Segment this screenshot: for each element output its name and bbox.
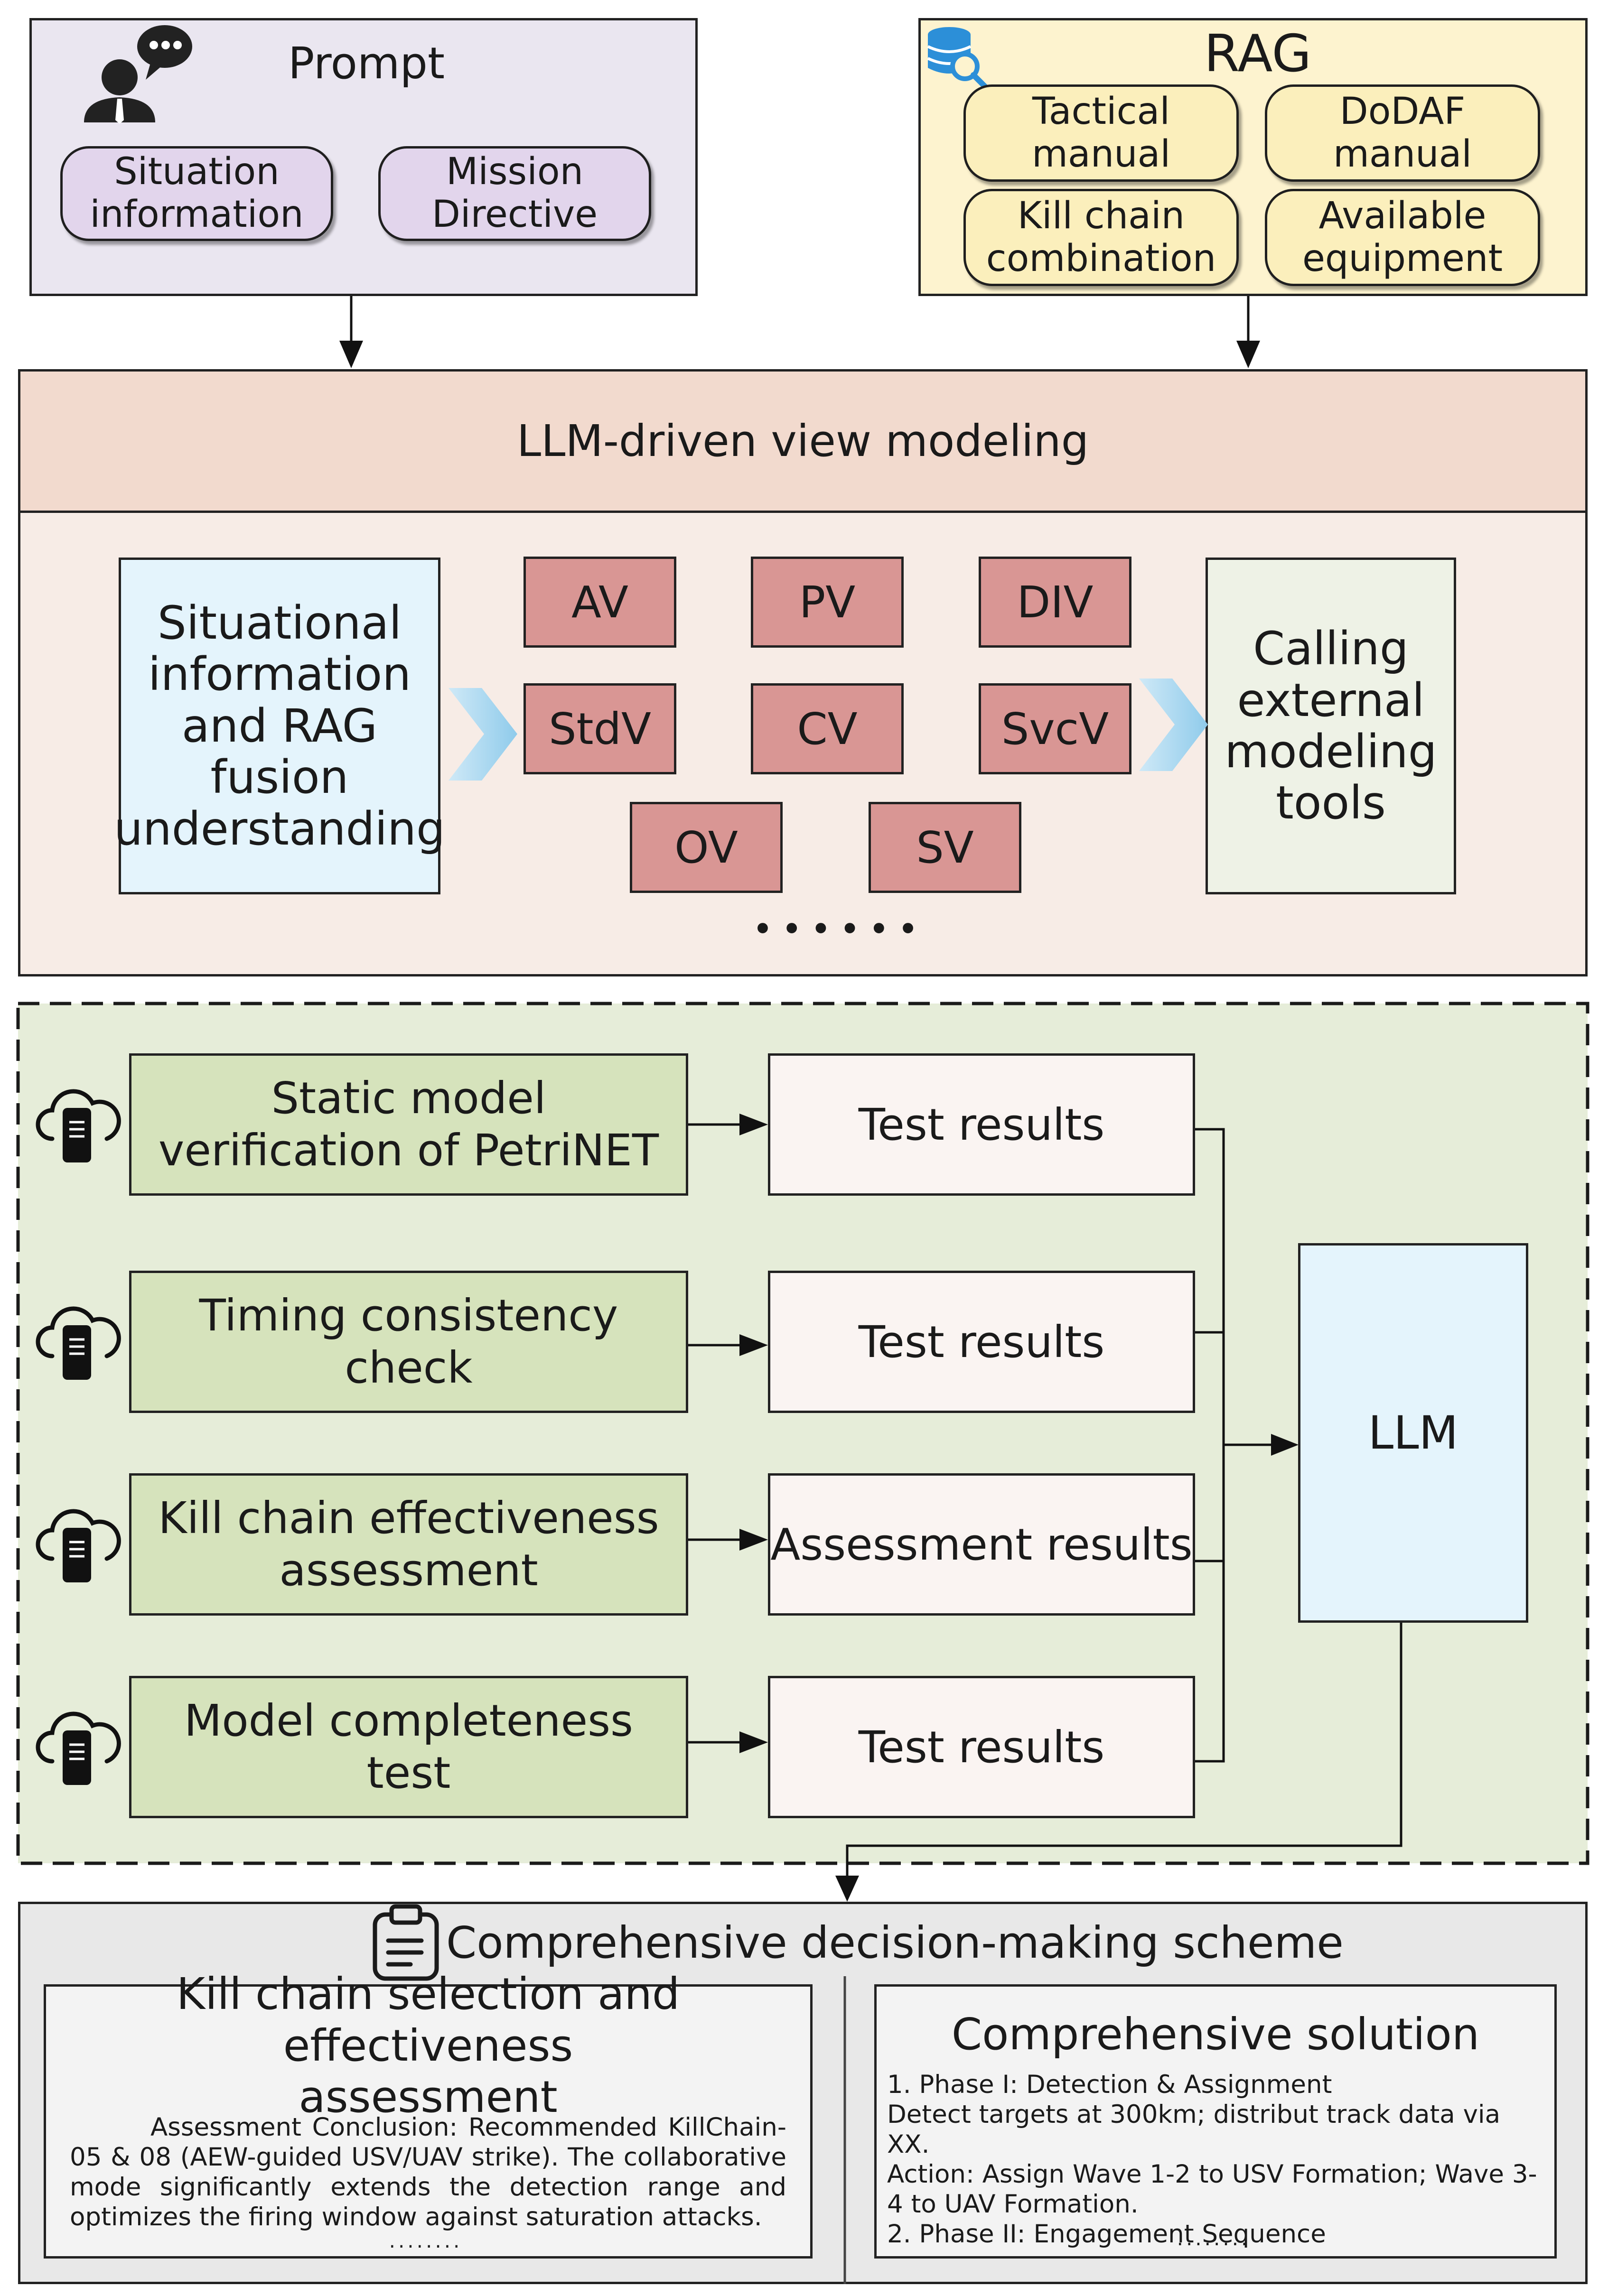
- rag-title: RAG: [1204, 24, 1312, 84]
- cloud-server-icon: [36, 1711, 121, 1785]
- view-cv: CV: [751, 683, 904, 774]
- solution-line: 1. Phase I: Detection & Assignment: [887, 2070, 1332, 2099]
- rag-item-tactical-manual: Tactical manual: [963, 84, 1239, 182]
- solution-line: Detect targets at 300km; distribut track…: [887, 2100, 1501, 2159]
- kill-chain-selection-card: Kill chain selection and effectiveness a…: [44, 1969, 813, 2259]
- cloud-server-icon: [36, 1509, 121, 1582]
- result-kill-chain-effectiveness: Assessment results: [768, 1473, 1195, 1616]
- fusion-understanding-box: Situational information and RAG fusion u…: [114, 558, 445, 894]
- rag-item-available-equipment: Available equipment: [1265, 189, 1540, 286]
- prompt-panel: Prompt Situation information Mission Dir…: [29, 18, 698, 296]
- cloud-server-icon: [36, 1306, 121, 1380]
- arrowhead: [835, 1876, 859, 1902]
- view-svcv: SvcV: [979, 683, 1131, 774]
- arrowhead: [739, 1334, 768, 1356]
- flow-arrow-icon: [449, 688, 517, 781]
- arrowhead: [1271, 1434, 1299, 1456]
- comprehensive-solution-card: Comprehensive solution 1. Phase I: Detec…: [874, 1984, 1557, 2259]
- view-sv: SV: [869, 802, 1021, 893]
- arrowhead: [339, 341, 363, 368]
- view-stdv: StdV: [524, 683, 676, 774]
- prompt-item-situation: Situation information: [60, 146, 333, 241]
- check-model-completeness: Model completeness test: [129, 1676, 688, 1818]
- solution-line: Action: Assign Wave 1-2 to USV Formation…: [887, 2160, 1537, 2219]
- prompt-item-mission: Mission Directive: [378, 146, 651, 241]
- arrowhead: [739, 1114, 768, 1135]
- llm-box: LLM: [1298, 1243, 1528, 1623]
- decision-title: Comprehensive decision-making scheme: [446, 1917, 1344, 1968]
- solution-text: 1. Phase I: Detection & Assignment Detec…: [887, 2070, 1547, 2249]
- arrowhead: [739, 1529, 768, 1551]
- comprehensive-solution-title: Comprehensive solution: [951, 2008, 1480, 2060]
- cloud-server-icon: [36, 1089, 121, 1162]
- check-static-petrinet: Static model verification of PetriNET: [129, 1053, 688, 1196]
- check-kill-chain-effectiveness: Kill chain effectiveness assessment: [129, 1473, 688, 1616]
- assessment-conclusion-text: Assessment Conclusion: Recommended KillC…: [70, 2113, 786, 2232]
- result-timing-consistency: Test results: [768, 1271, 1195, 1413]
- verification-dashed-border: [16, 1002, 1589, 1865]
- flow-arrow-icon: [1139, 679, 1208, 771]
- arrowhead: [1236, 341, 1260, 368]
- view-ov: OV: [630, 802, 783, 893]
- solution-ellipsis: ........: [1177, 2226, 1251, 2250]
- solution-line: 2. Phase II: Engagement Sequence: [887, 2220, 1326, 2249]
- modeling-header: LLM-driven view modeling: [20, 372, 1585, 513]
- views-ellipsis: • • • • • •: [753, 911, 917, 946]
- arrowhead: [739, 1731, 768, 1753]
- rag-item-dodaf-manual: DoDAF manual: [1265, 84, 1540, 182]
- result-model-completeness: Test results: [768, 1676, 1195, 1818]
- database-search-icon: [927, 27, 988, 89]
- rag-item-kill-chain-combination: Kill chain combination: [963, 189, 1239, 286]
- rag-panel: RAG Tactical manual DoDAF manual Kill ch…: [918, 18, 1588, 296]
- prompt-title: Prompt: [288, 37, 445, 89]
- result-static-petrinet: Test results: [768, 1053, 1195, 1196]
- external-tools-box: Calling external modeling tools: [1206, 558, 1456, 894]
- view-pv: PV: [751, 557, 904, 648]
- view-div: DIV: [979, 557, 1131, 648]
- check-timing-consistency: Timing consistency check: [129, 1271, 688, 1413]
- clipboard-icon: [373, 1904, 439, 1981]
- assessment-ellipsis: ........: [389, 2229, 463, 2252]
- view-av: AV: [524, 557, 676, 648]
- user-chat-icon: [84, 25, 192, 124]
